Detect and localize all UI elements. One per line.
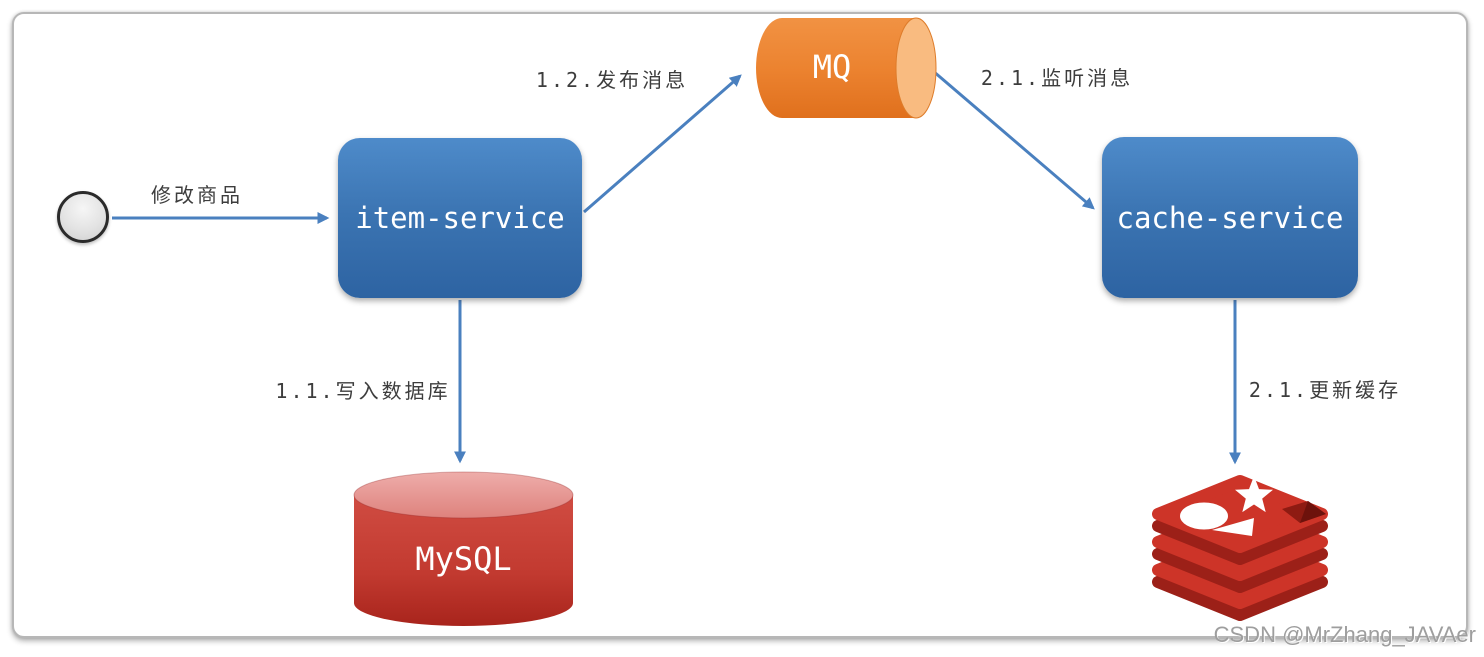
start-node-circle	[57, 191, 109, 243]
edge-label-publish-msg: 1.2.发布消息	[535, 68, 689, 92]
mysql-cylinder	[353, 471, 574, 626]
node-item-service: item-service	[338, 138, 582, 298]
edge-label-update-cache: 2.1.更新缓存	[1248, 378, 1402, 402]
mq-cylinder	[756, 17, 937, 119]
edge-label-write-db: 1.1.写入数据库	[275, 379, 451, 403]
edge-label-modify-product: 修改商品	[151, 183, 243, 207]
arrow-listen-cache	[932, 69, 1095, 210]
node-cache-service: cache-service	[1102, 137, 1358, 298]
redis-icon	[1152, 475, 1328, 621]
item-service-label: item-service	[355, 201, 565, 235]
edge-label-listen-msg: 2.1.监听消息	[980, 66, 1134, 90]
csdn-watermark: CSDN @MrZhang_JAVAer	[1213, 622, 1476, 647]
arrow-publish-mq	[583, 74, 742, 214]
cache-service-label: cache-service	[1116, 200, 1344, 235]
